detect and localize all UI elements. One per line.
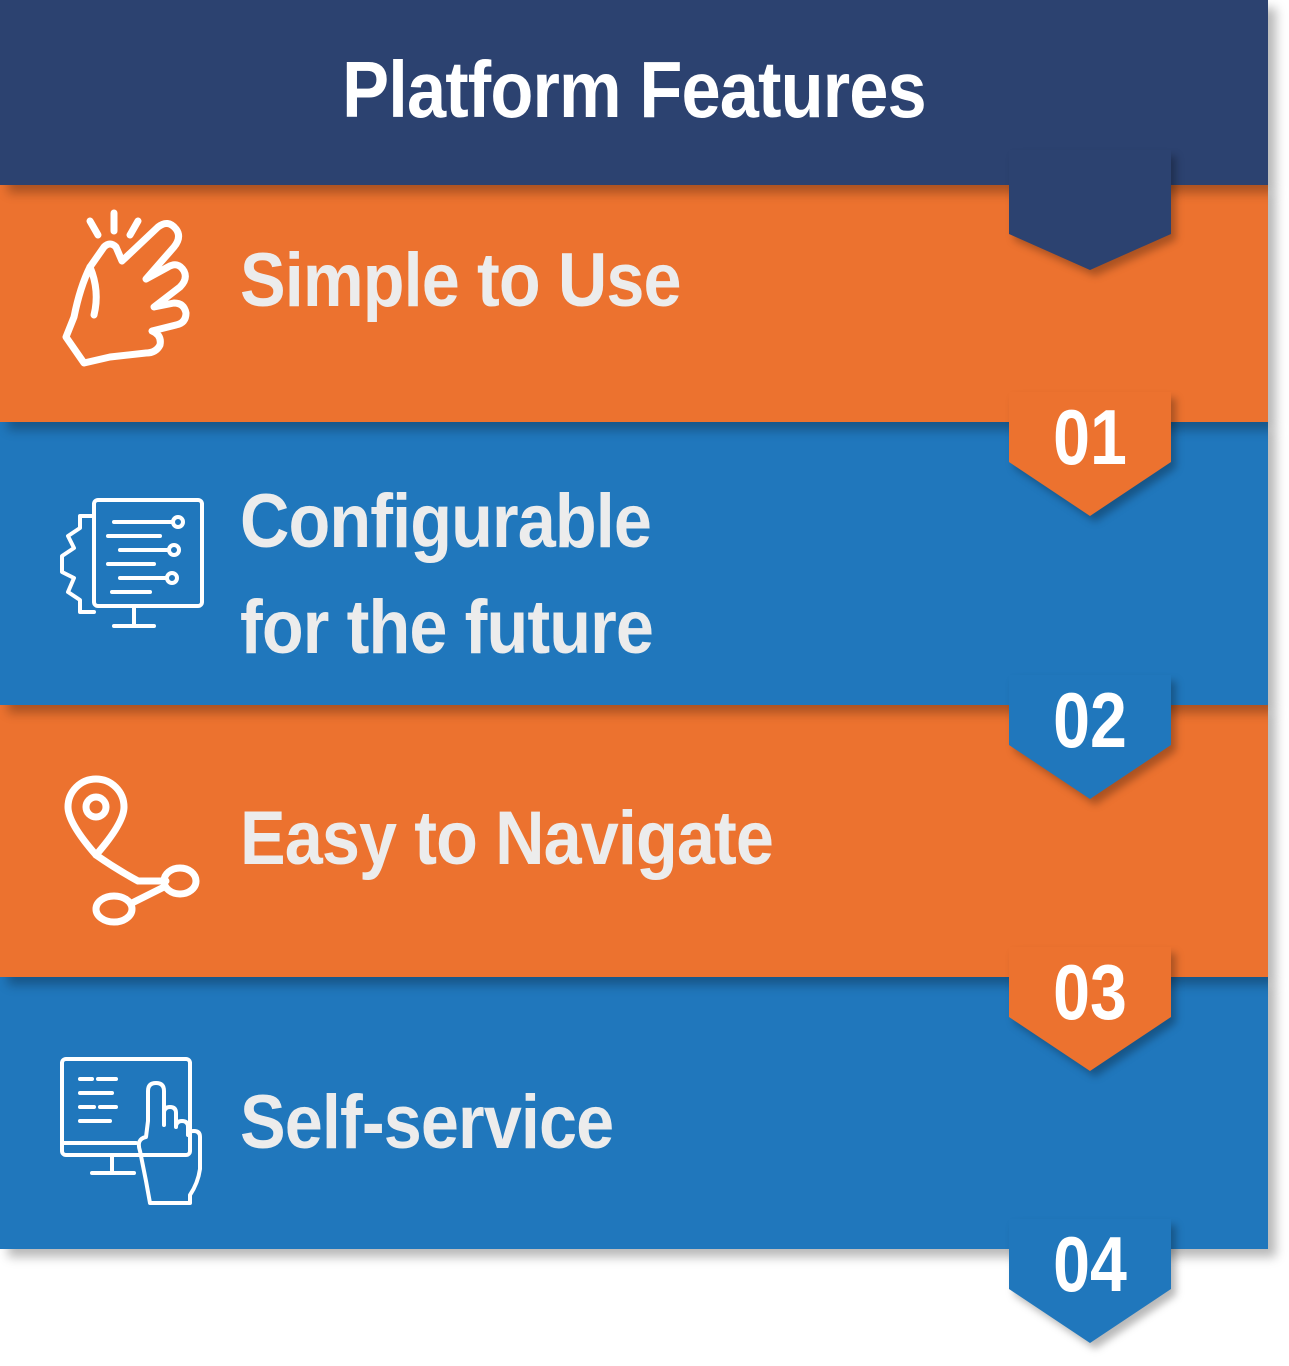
number-tab-1: 01 (1009, 392, 1171, 516)
number-label-2: 02 (1053, 676, 1127, 764)
feature-label-1: Simple to Use (240, 238, 682, 323)
number-label-1: 01 (1053, 393, 1127, 481)
number-tab-3: 03 (1009, 947, 1171, 1071)
feature-label-3: Easy to Navigate (240, 796, 774, 881)
touch-screen-icon (50, 1051, 210, 1211)
feature-row-2: Configurable for the future (0, 422, 1268, 705)
number-label-3: 03 (1053, 948, 1127, 1036)
header-band: Platform Features (0, 0, 1268, 185)
feature-label-2a: Configurable (240, 479, 652, 564)
page-title: Platform Features (342, 45, 926, 134)
feature-label-4: Self-service (240, 1080, 614, 1165)
header-notch (1009, 150, 1171, 270)
feature-label-2b: for the future (240, 585, 654, 670)
hand-snap-icon (50, 207, 210, 367)
number-tab-4: 04 (1009, 1219, 1171, 1343)
feature-row-3: Easy to Navigate (0, 705, 1268, 977)
circuit-monitor-icon (50, 492, 210, 652)
number-label-4: 04 (1053, 1220, 1127, 1308)
map-route-icon (50, 773, 210, 933)
number-tab-2: 02 (1009, 675, 1171, 799)
